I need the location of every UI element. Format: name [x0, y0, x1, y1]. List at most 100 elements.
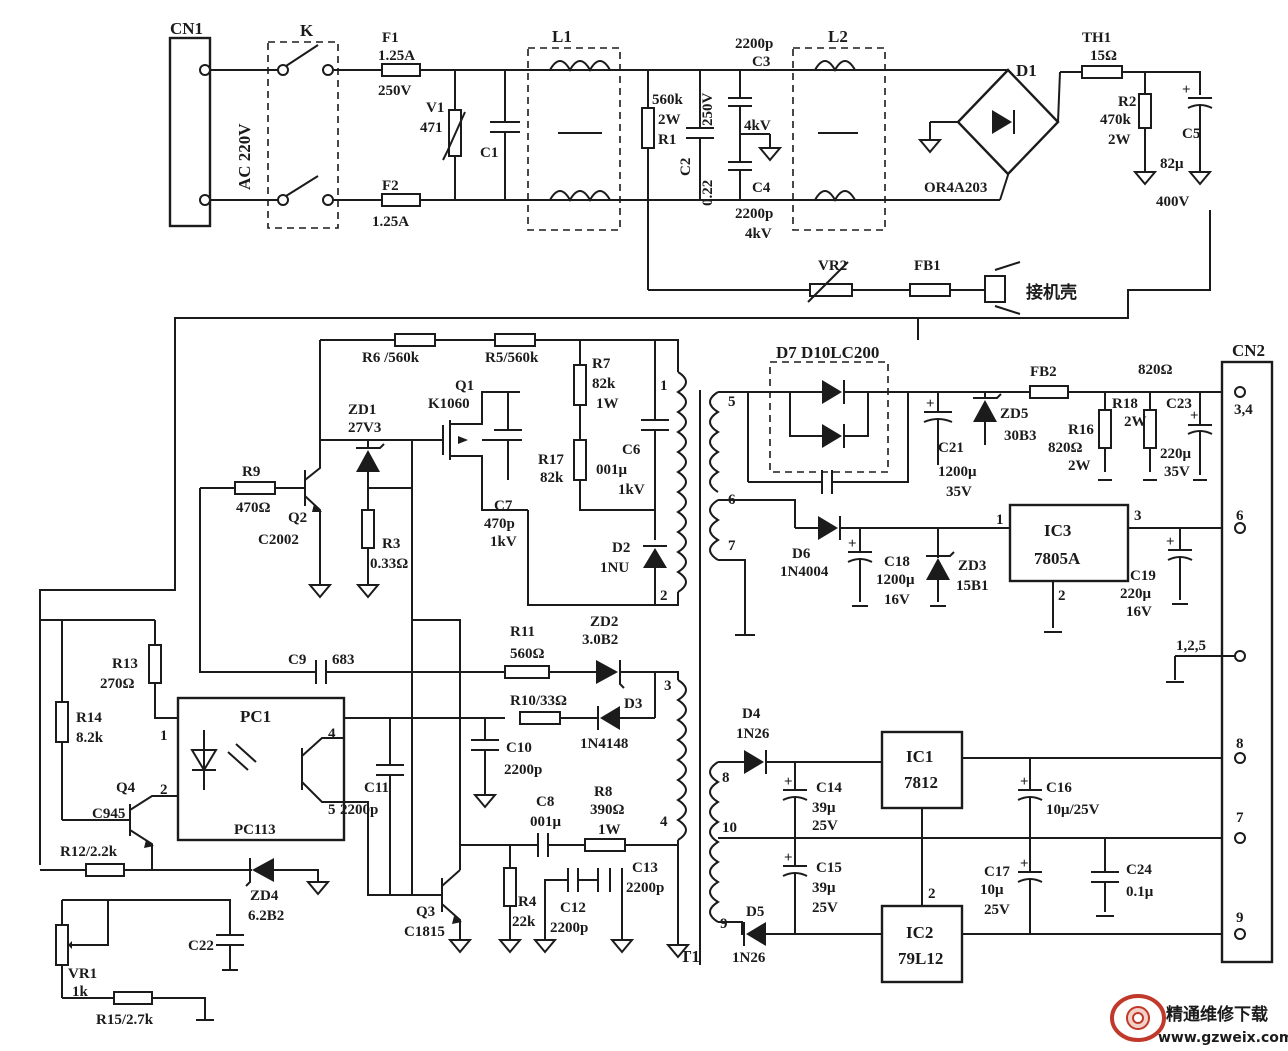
cn2-pin-9: 9 — [1236, 910, 1244, 926]
t1-label: T1 — [680, 947, 700, 966]
c7-voltage: 1kV — [490, 534, 517, 550]
diode-d2: D2 1NU — [600, 540, 667, 576]
pc1-part: PC113 — [234, 822, 276, 838]
c1-label: C1 — [480, 145, 498, 161]
c13-label: C13 — [632, 860, 658, 876]
cn2-pin-6: 6 — [1236, 508, 1244, 524]
resistor-r4: R4 22k — [497, 845, 537, 954]
zd3-value: 15B1 — [956, 578, 989, 594]
transistor-q4: Q4 C945 — [62, 780, 178, 870]
bead-fb1: FB1 接机壳 — [852, 258, 1077, 315]
d2-part: 1NU — [600, 560, 629, 576]
ic3-part: 7805A — [1034, 549, 1081, 568]
resistor-r13: R13 270Ω — [100, 620, 178, 719]
cn2-pin-7: 7 — [1236, 810, 1244, 826]
c24-label: C24 — [1126, 862, 1152, 878]
d4-label: D4 — [742, 706, 761, 722]
c2-value: 0.22 — [700, 180, 716, 206]
q2-part: C2002 — [258, 532, 299, 548]
r9-label: R9 — [242, 464, 260, 480]
zener-zd4: ZD4 6.2B2 — [245, 858, 331, 924]
d7-label: D7 D10LC200 — [776, 343, 879, 362]
c9-label: C9 — [288, 652, 306, 668]
c19-voltage: 16V — [1126, 604, 1152, 620]
t1-pin5: 5 — [728, 394, 736, 410]
r2-power: 2W — [1108, 132, 1131, 148]
cn2-pin-1-2-5: 1,2,5 — [1176, 638, 1206, 654]
c3-label: C3 — [752, 54, 770, 70]
r16-label: R16 — [1068, 422, 1094, 438]
c12-value: 2200p — [550, 920, 588, 936]
r13-value: 270Ω — [100, 676, 135, 692]
connector-cn2: CN2 3,4 6 1,2,5 8 7 9 — [1176, 341, 1274, 964]
resistor-r10: R10/33Ω — [510, 693, 598, 725]
c15-voltage: 25V — [812, 900, 838, 916]
cn2-pin-8: 8 — [1236, 736, 1244, 752]
varistor-vr2: VR2 — [648, 258, 853, 303]
resistor-r3: R3 0.33Ω — [355, 488, 408, 599]
f1-value: 1.25A — [378, 48, 415, 64]
zener-zd3: ZD3 15B1 — [926, 528, 989, 607]
svg-text:+: + — [1190, 408, 1199, 424]
r4-value: 22k — [512, 914, 536, 930]
c6-voltage: 1kV — [618, 482, 645, 498]
c14-label: C14 — [816, 780, 842, 796]
fb2-label: FB2 — [1030, 364, 1057, 380]
c11-value: 2200p — [340, 802, 378, 818]
d2-label: D2 — [612, 540, 630, 556]
v1-label: V1 — [426, 100, 444, 116]
r7-power: 1W — [596, 396, 619, 412]
ic1-label: IC1 — [906, 747, 933, 766]
c14-value: 39μ — [812, 800, 836, 816]
t1-pin9: 9 — [720, 916, 728, 932]
t1-pin8: 8 — [722, 770, 730, 786]
c23-value: 220μ — [1160, 446, 1192, 462]
c17-voltage: 25V — [984, 902, 1010, 918]
t1-pin7: 7 — [728, 538, 736, 554]
c2-label: C2 — [678, 158, 694, 176]
zd5-value: 30B3 — [1004, 428, 1037, 444]
svg-text:+: + — [784, 850, 793, 866]
f2-value: 1.25A — [372, 214, 409, 230]
diode-d5: D5 1N26 — [732, 904, 882, 966]
vr2-label: VR2 — [818, 258, 847, 274]
q1-part: K1060 — [428, 396, 470, 412]
c12-label: C12 — [560, 900, 586, 916]
r11-label: R11 — [510, 624, 535, 640]
r18-power: 2W — [1124, 414, 1147, 430]
t1-pin2: 2 — [660, 588, 668, 604]
resistor-r15: R15/2.7k — [62, 991, 214, 1028]
zd1-value: 27V3 — [348, 420, 381, 436]
r18-top-value: 820Ω — [1138, 362, 1173, 378]
l2-label: L2 — [828, 27, 848, 46]
resistor-r6: R6 /560k — [362, 333, 436, 366]
c6-value: 001μ — [596, 462, 628, 478]
zd2-label: ZD2 — [590, 614, 618, 630]
svg-text:+: + — [784, 774, 793, 790]
pc1-pin1: 1 — [160, 728, 168, 744]
vr1-value: 1k — [72, 984, 89, 1000]
svg-text:+: + — [1182, 82, 1191, 98]
r9-value: 470Ω — [236, 500, 271, 516]
zd5-label: ZD5 — [1000, 406, 1028, 422]
c8-label: C8 — [536, 794, 554, 810]
capacitors-c3-c4: 2200p C3 4kV C4 2200p 4kV — [728, 36, 783, 242]
f2-label: F2 — [382, 178, 399, 194]
q2-label: Q2 — [288, 510, 307, 526]
watermark-url: www.gzweix.com — [1158, 1030, 1288, 1046]
c21-value: 1200μ — [938, 464, 977, 480]
ic2-label: IC2 — [906, 923, 933, 942]
capacitor-c7: C7 470p 1kV — [484, 392, 522, 550]
transformer-aux-winding: 3 4 — [655, 671, 691, 959]
c15-value: 39μ — [812, 880, 836, 896]
d4-part: 1N26 — [736, 726, 770, 742]
capacitor-c8: C8 001μ — [530, 794, 585, 857]
ac-input-label: AC 220V — [235, 123, 254, 190]
v1-value: 471 — [420, 120, 443, 136]
c19-label: C19 — [1130, 568, 1156, 584]
choke-l1: L1 — [527, 27, 621, 231]
c17-label: C17 — [984, 864, 1010, 880]
c7-label: C7 — [494, 498, 513, 514]
c3-c4-voltage: 4kV — [744, 118, 771, 134]
capacitor-c6: C6 001μ 1kV — [596, 419, 669, 498]
